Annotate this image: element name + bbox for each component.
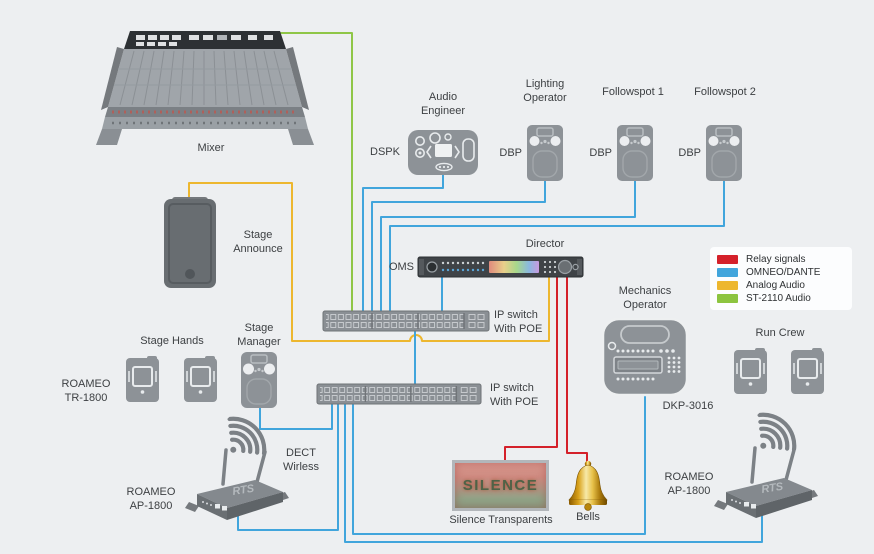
- legend-row-st2110: ST-2110 Audio: [717, 292, 845, 304]
- legend-label-analog: Analog Audio: [746, 279, 805, 291]
- oms-device-graphic: [417, 256, 584, 278]
- ip-switch-bottom-graphic: [316, 383, 482, 405]
- followspot2-label: Followspot 2: [694, 86, 756, 98]
- ap-brand-text: RTS: [761, 481, 785, 496]
- ap-1800-graphic: RTS: [185, 448, 289, 520]
- ip-switch-top-graphic: [322, 310, 490, 332]
- wifi-icon: [227, 416, 267, 456]
- dbp-label-followspot1: DBP: [589, 147, 612, 159]
- line-omneo-switch2-to-ap-left: [237, 400, 339, 531]
- legend-swatch-st2110: [717, 293, 738, 303]
- line-omneo-switch2-to-dkp: [352, 392, 646, 535]
- mixer-console-graphic: [96, 31, 314, 145]
- tr-1800-handset-graphic: [791, 348, 824, 394]
- line-omneo-dbp3-to-switch1: [389, 178, 725, 316]
- run-crew-label: Run Crew: [755, 327, 805, 339]
- dkp-3016-label: DKP-3016: [662, 400, 714, 412]
- followspot1-label: Followspot 1: [602, 86, 664, 98]
- ap-1800-graphic: RTS: [714, 446, 818, 518]
- oms-label: OMS: [388, 261, 414, 273]
- line-st2110-mixer-to-switch1: [248, 32, 353, 316]
- dbp-device-graphic: [706, 125, 742, 181]
- bells-label: Bells: [576, 511, 600, 523]
- dect-wireless-label: DECT Wirless: [282, 447, 320, 473]
- ip-switch-top-label: IP switch With POE: [494, 309, 543, 335]
- dspk-device-graphic: [408, 130, 478, 175]
- wifi-icon: [757, 412, 797, 452]
- lighting-operator-label: Lighting Operator: [523, 78, 567, 104]
- tr-1800-handset-graphic: [184, 356, 217, 402]
- legend-swatch-analog: [717, 280, 738, 290]
- legend-swatch-relay: [717, 254, 738, 264]
- dbp-device-graphic: [527, 125, 563, 181]
- dkp-3016-graphic: [601, 317, 689, 397]
- dbp-label-lighting: DBP: [499, 147, 522, 159]
- legend-row-omneo: OMNEO/DANTE: [717, 266, 845, 278]
- line-omneo-dspk-to-switch1: [362, 172, 444, 316]
- line-omneo-dbp2-to-switch1: [380, 178, 636, 316]
- dbp-label-followspot2: DBP: [678, 147, 701, 159]
- line-omneo-dbp1-to-switch1: [371, 178, 546, 316]
- legend-label-st2110: ST-2110 Audio: [746, 292, 811, 304]
- stage-hands-label: Stage Hands: [140, 335, 204, 347]
- silence-transparents-label: Silence Transparents: [449, 514, 553, 526]
- ip-switch-bottom-label: IP switch With POE: [490, 382, 539, 408]
- stage-manager-label: Stage Manager: [237, 322, 281, 348]
- legend-label-relay: Relay signals: [746, 253, 806, 265]
- silence-sign-text: SILENCE: [462, 477, 539, 494]
- dspk-label: DSPK: [370, 146, 400, 158]
- legend-row-analog: Analog Audio: [717, 279, 845, 291]
- legend-label-omneo: OMNEO/DANTE: [746, 266, 821, 278]
- ap-brand-text: RTS: [232, 483, 256, 498]
- speaker-graphic: [164, 197, 216, 288]
- stage-announce-label: Stage Announce: [233, 229, 283, 255]
- silence-sign: SILENCE: [452, 460, 549, 511]
- legend-swatch-omneo: [717, 267, 738, 277]
- legend: Relay signals OMNEO/DANTE Analog Audio S…: [710, 247, 852, 310]
- line-relay-oms-to-bells: [566, 272, 588, 464]
- bell-icon: [568, 460, 608, 511]
- roameo-ap1800-left-label: ROAMEO AP-1800: [126, 486, 176, 512]
- roameo-tr1800-label: ROAMEO TR-1800: [61, 378, 111, 404]
- legend-row-relay: Relay signals: [717, 253, 845, 265]
- director-label: Director: [525, 238, 565, 250]
- tr-1800-handset-graphic: [126, 356, 159, 402]
- line-omneo-switch2-to-ap-right: [344, 400, 763, 543]
- line-relay-oms-to-silence: [504, 272, 558, 463]
- mechanics-operator-label: Mechanics Operator: [618, 285, 672, 311]
- line-omneo-stagemanager-to-switch2: [259, 400, 333, 430]
- dbp-device-graphic: [617, 125, 653, 181]
- mixer-label: Mixer: [197, 142, 225, 154]
- tr-1800-handset-graphic: [734, 348, 767, 394]
- roameo-ap1800-right-label: ROAMEO AP-1800: [664, 471, 714, 497]
- stage-manager-beltpack-graphic: [241, 352, 277, 408]
- audio-engineer-label: Audio Engineer: [420, 91, 466, 117]
